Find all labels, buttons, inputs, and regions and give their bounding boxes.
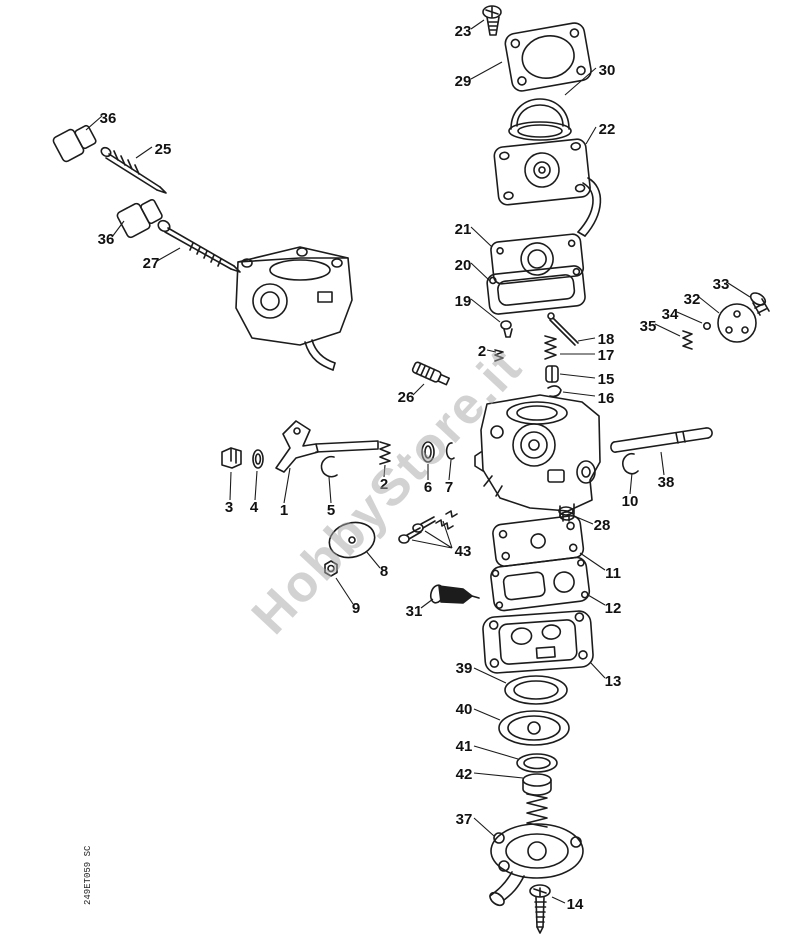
part-diaphragm-40 [498,710,570,746]
callout-16: 16 [598,390,615,407]
part-sleeve-15 [545,365,559,383]
part-screw-14 [529,884,551,934]
part-disc-8 [328,521,376,559]
callout-11: 11 [605,565,621,582]
callout-38: 38 [658,474,675,491]
part-primer-bulb-30 [508,98,572,141]
callout-40: 40 [456,701,473,718]
part-ring-39 [504,675,568,705]
part-shaft-38 [610,427,713,453]
part-nozzle-31 [429,584,480,604]
part-plate-32 [717,303,757,343]
callout-17: 17 [598,347,615,364]
callout-4: 4 [250,499,259,516]
part-gasket-20 [486,265,586,315]
part-cup-42 [522,773,552,796]
callout-22: 22 [599,121,616,138]
callout-14: 14 [567,896,584,913]
part-needle-27 [157,219,241,273]
side-code-text: 249ET059 SC [83,845,93,905]
callout-2-lower: 2 [380,476,388,493]
part-clip-5 [320,455,338,478]
callout-41: 41 [456,738,473,755]
part-cap-36-bottom [116,198,163,239]
callout-36-top: 36 [100,110,117,127]
callout-32: 32 [684,291,701,308]
callout-18: 18 [598,331,615,348]
callout-19: 19 [455,293,472,310]
callout-labels: 23 29 30 22 21 20 19 33 32 34 35 18 17 1… [98,23,730,913]
part-pin-34 [702,321,711,330]
part-lever-shaft-1 [275,420,379,473]
part-clip-10 [622,452,639,475]
part-screw-33 [749,292,770,316]
part-main-body [474,394,601,521]
watermark-text: HobbyStore.it [241,337,534,645]
part-clip-16 [547,385,562,398]
part-spring-17 [544,335,557,360]
callout-36-bottom: 36 [98,231,115,248]
callout-29: 29 [455,73,472,90]
callout-25: 25 [155,141,172,158]
part-spring-2-upper [494,349,504,362]
part-upper-body [235,246,353,371]
callout-13: 13 [605,673,622,690]
callout-8: 8 [380,563,388,580]
callout-35: 35 [640,318,657,335]
part-washer-6 [421,441,435,463]
callout-37: 37 [456,811,473,828]
callout-10: 10 [622,493,639,510]
callout-5: 5 [327,502,335,519]
callout-42: 42 [456,766,473,783]
part-screw-19 [500,320,513,338]
part-needle-25 [100,146,167,194]
callout-2-upper: 2 [478,343,486,360]
callout-31: 31 [406,603,423,620]
callout-20: 20 [455,257,472,274]
part-ring-7 [445,442,455,460]
callout-34: 34 [662,306,679,323]
callout-6: 6 [424,479,432,496]
part-jet-26 [411,361,450,386]
callout-28: 28 [594,517,611,534]
part-nut-3 [221,447,242,469]
leader-lines [85,19,751,904]
part-spring-2-lower [379,441,391,465]
part-pump-cover-22 [493,138,602,237]
part-screw-23 [482,5,502,36]
callout-12: 12 [605,600,622,617]
part-ring-41 [516,753,558,773]
part-gasket-12 [490,556,591,612]
callout-23: 23 [455,23,472,40]
callout-43: 43 [455,543,472,560]
callout-39: 39 [456,660,473,677]
diagram-artwork [52,5,770,934]
callout-15: 15 [598,371,615,388]
part-spring-lower [526,793,548,828]
callout-3: 3 [225,499,233,516]
part-end-cap-37 [489,823,584,907]
part-pump-body-13 [482,610,594,674]
part-spring-35 [682,330,693,350]
part-cap-36-top [52,124,97,163]
callout-9: 9 [352,600,360,617]
part-cover-plate-29 [504,22,592,92]
callout-33: 33 [713,276,730,293]
callout-1: 1 [280,502,288,519]
callout-30: 30 [599,62,616,79]
part-diaphragm-21 [490,233,585,285]
callout-26: 26 [398,389,415,406]
callout-21: 21 [455,221,472,238]
part-washer-4 [252,449,264,469]
part-plate-11 [492,515,585,567]
callout-7: 7 [445,479,453,496]
part-needle-18 [547,312,579,346]
part-nut-9 [324,560,338,577]
callout-27: 27 [143,255,160,272]
